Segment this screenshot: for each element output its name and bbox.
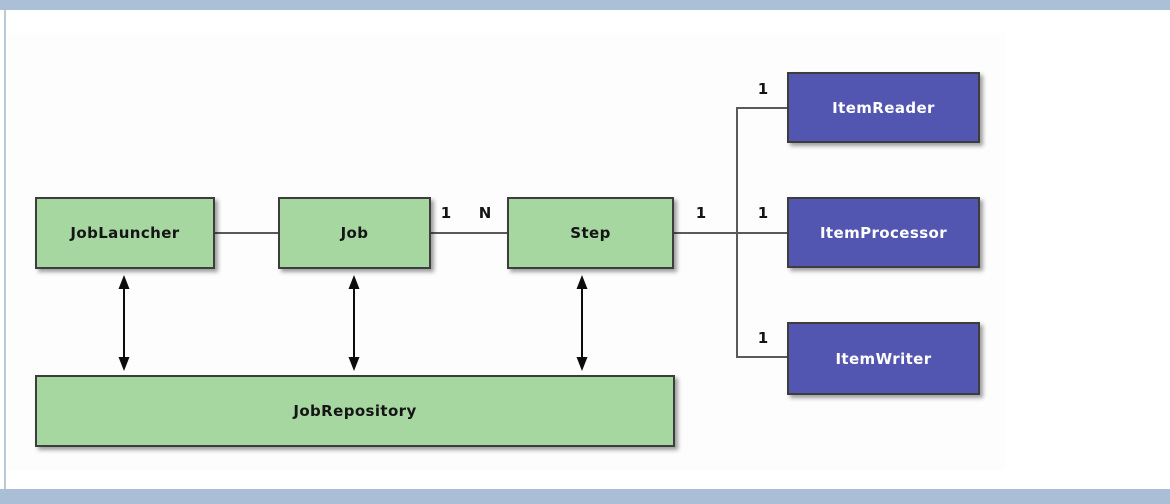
multiplicity-label-itemwriter-one: 1 [757, 329, 769, 347]
step-jobrepository-arrow-icon [576, 275, 588, 371]
frame-bottom-bar [0, 489, 1170, 504]
step-label: Step [570, 224, 611, 242]
step-branches-trunk-line [736, 107, 738, 358]
job-repository-label: JobRepository [293, 402, 417, 420]
job-launcher-label: JobLauncher [70, 224, 180, 242]
job-step-connector [431, 232, 507, 234]
multiplicity-label-itemprocessor-one: 1 [757, 204, 769, 222]
trunk-itemreader-connector [737, 107, 787, 109]
job-node: Job [278, 197, 431, 269]
item-reader-node: ItemReader [787, 72, 980, 143]
job-launcher-node: JobLauncher [35, 197, 215, 269]
item-processor-label: ItemProcessor [819, 223, 948, 242]
job-jobrepository-arrow-icon [348, 275, 360, 371]
multiplicity-label-itemreader-one: 1 [757, 80, 769, 98]
joblauncher-jobrepository-arrow-icon [118, 275, 130, 371]
joblauncher-job-connector [215, 232, 278, 234]
step-itemprocessor-connector [674, 232, 787, 234]
frame-left-line [4, 10, 6, 489]
item-reader-label: ItemReader [832, 98, 935, 117]
multiplicity-label-job-one: 1 [440, 204, 452, 222]
trunk-itemwriter-connector [737, 356, 787, 358]
item-processor-node: ItemProcessor [787, 197, 980, 268]
item-writer-node: ItemWriter [787, 322, 980, 395]
item-writer-label: ItemWriter [835, 349, 932, 368]
job-repository-node: JobRepository [35, 375, 675, 447]
frame-top-bar [0, 0, 1170, 10]
multiplicity-label-step-n: N [478, 204, 492, 222]
multiplicity-label-step-one: 1 [695, 204, 707, 222]
job-label: Job [340, 224, 369, 242]
step-node: Step [507, 197, 674, 269]
